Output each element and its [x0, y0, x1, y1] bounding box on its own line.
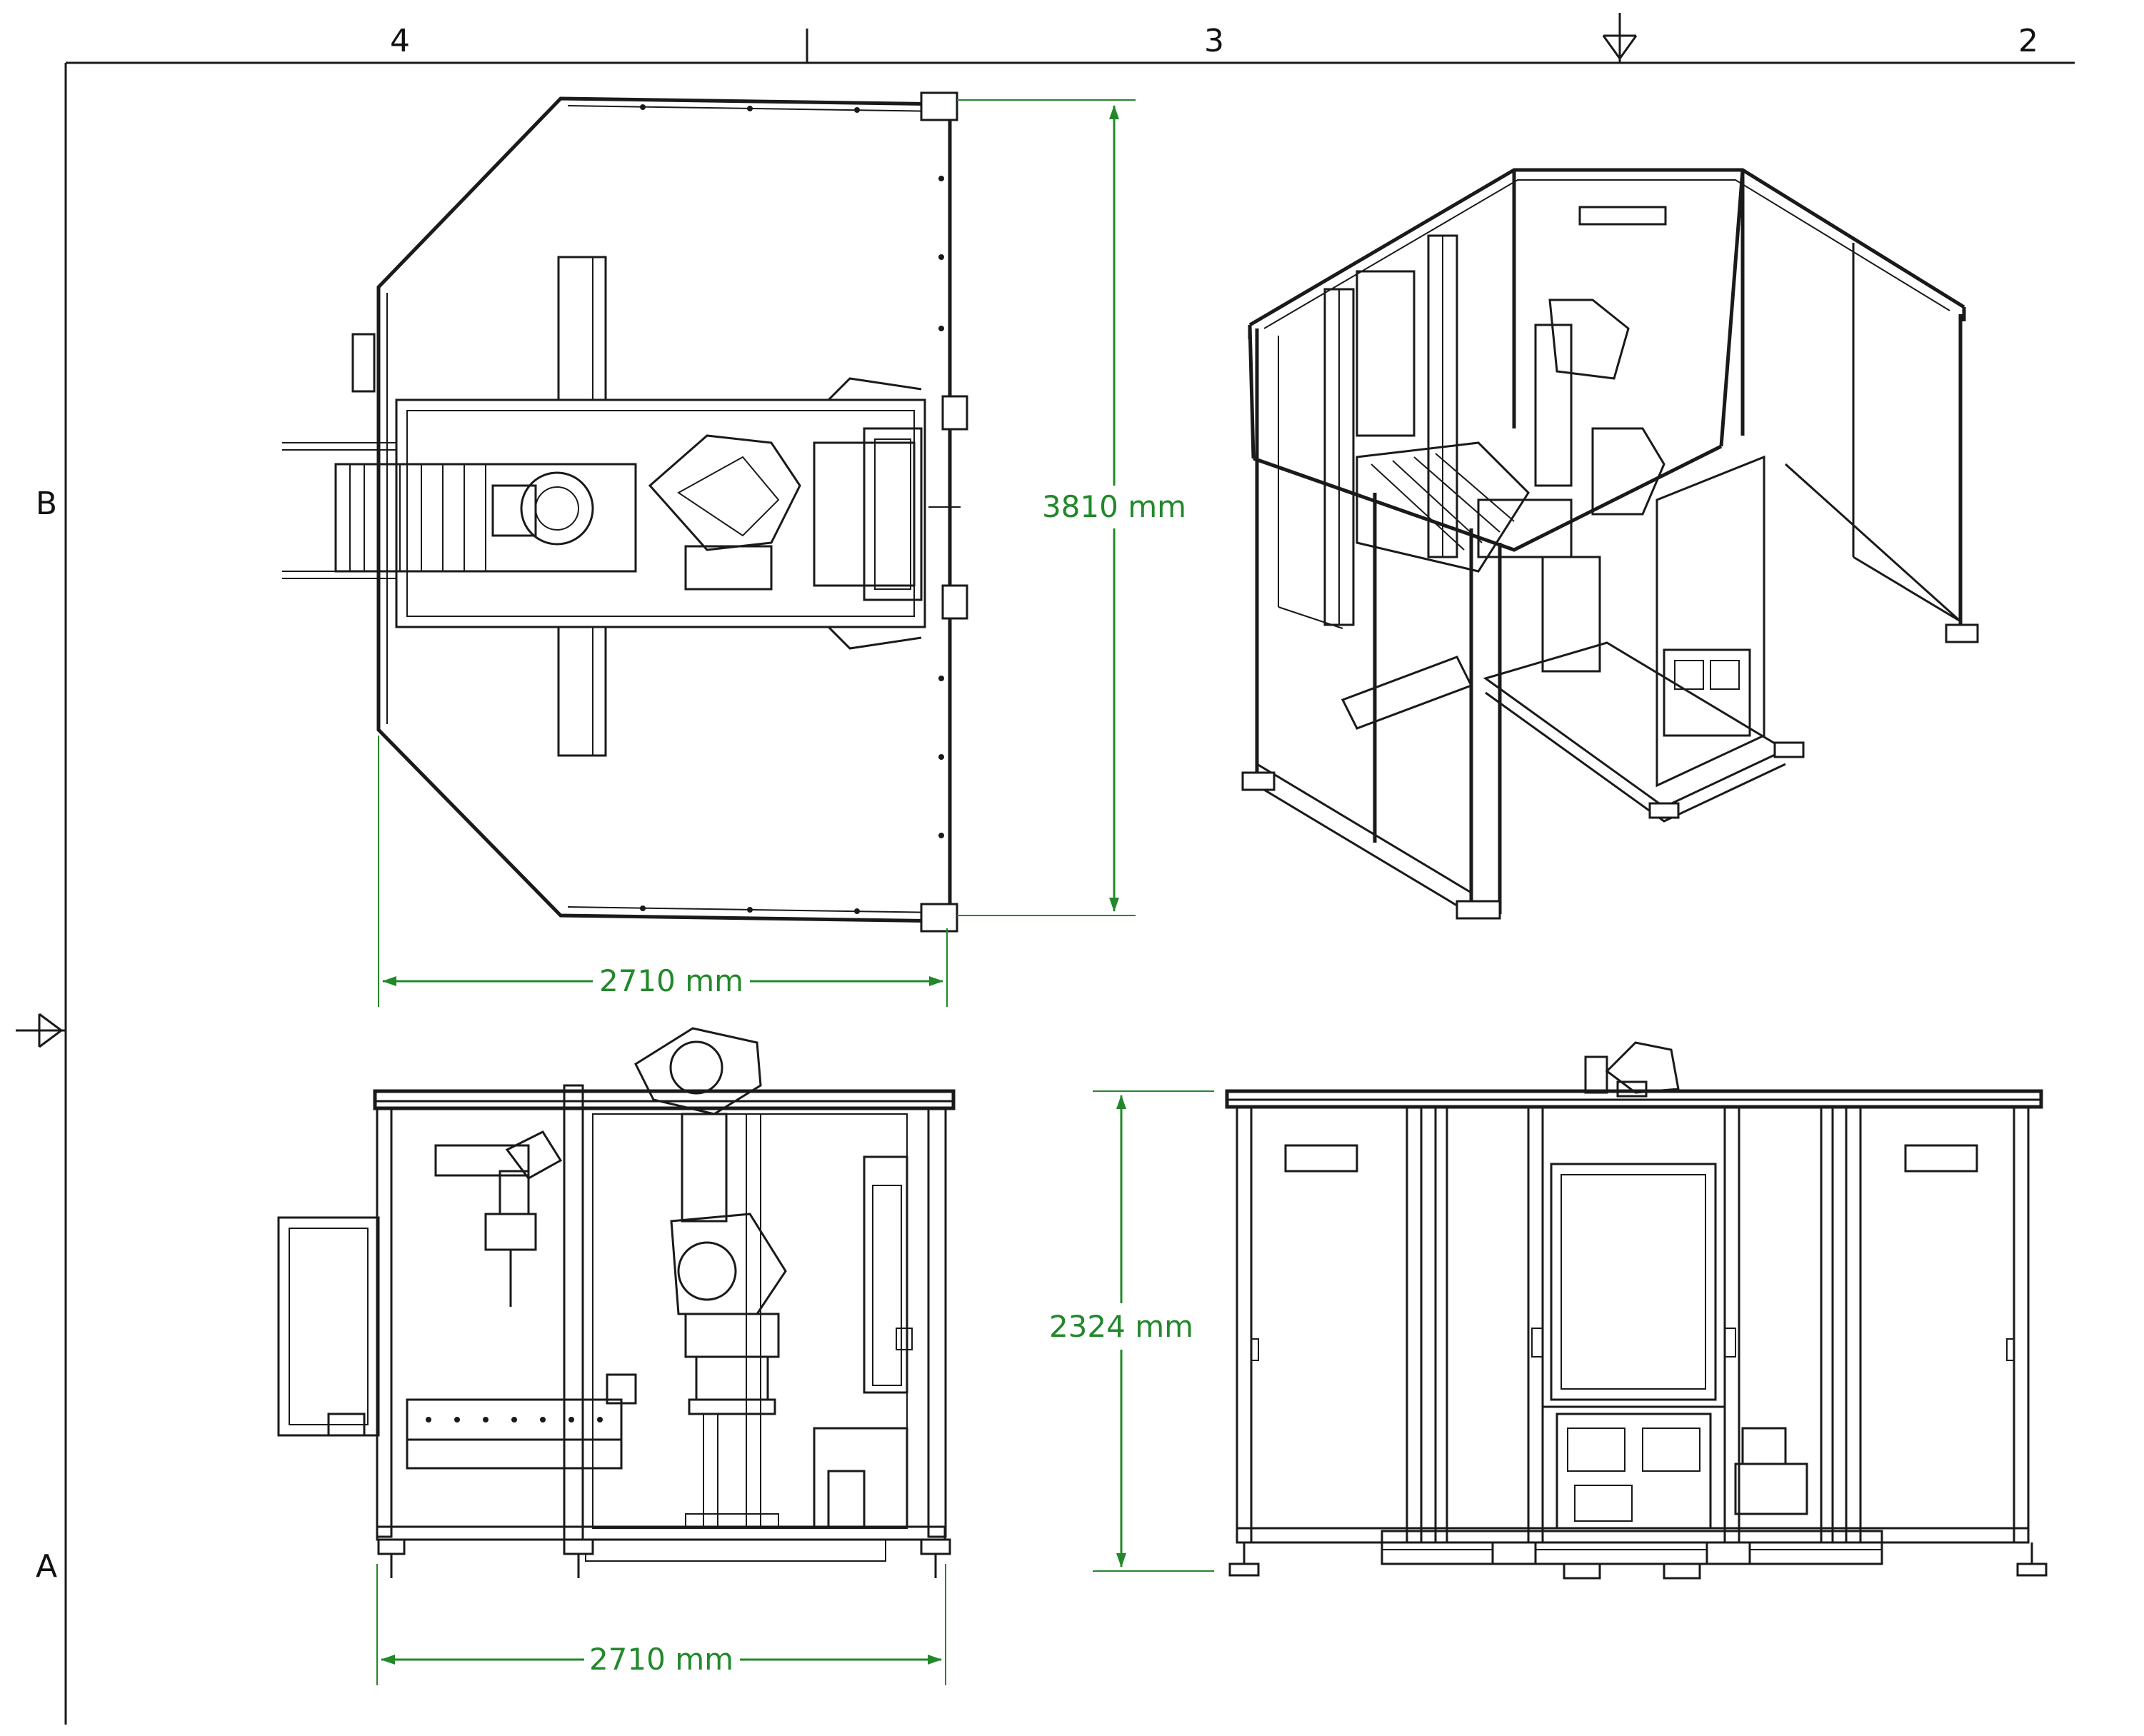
row-label-b: B	[36, 486, 57, 522]
column-label-4: 4	[390, 23, 410, 59]
front-view	[1225, 1041, 2048, 1580]
top-view-depth-label: 3810 mm	[1042, 489, 1186, 524]
left-centering-mark	[16, 1013, 66, 1048]
top-view	[282, 91, 968, 933]
column-label-2: 2	[2018, 23, 2038, 59]
top-view-width-label: 2710 mm	[599, 963, 743, 998]
column-label-3: 3	[1204, 23, 1224, 59]
front-view-height-dimension: 2324 mm	[1049, 1090, 1214, 1572]
row-label-a: A	[36, 1548, 57, 1585]
top-view-depth-dimension: 3810 mm	[957, 99, 1186, 916]
top-centering-mark	[1602, 13, 1638, 63]
top-view-width-dimension: 2710 mm	[378, 736, 948, 1007]
zone-labels: 4 3 2 B A	[36, 23, 2038, 1585]
isometric-view	[1241, 168, 1979, 920]
conveyor-rollers	[349, 464, 486, 571]
fence-bolt-holes	[640, 104, 944, 914]
side-view-width-dimension: 2710 mm	[376, 1564, 946, 1685]
side-view	[277, 1027, 956, 1578]
front-view-height-label: 2324 mm	[1049, 1309, 1193, 1344]
sheet-border	[16, 13, 2075, 1725]
side-view-width-label: 2710 mm	[589, 1642, 733, 1677]
